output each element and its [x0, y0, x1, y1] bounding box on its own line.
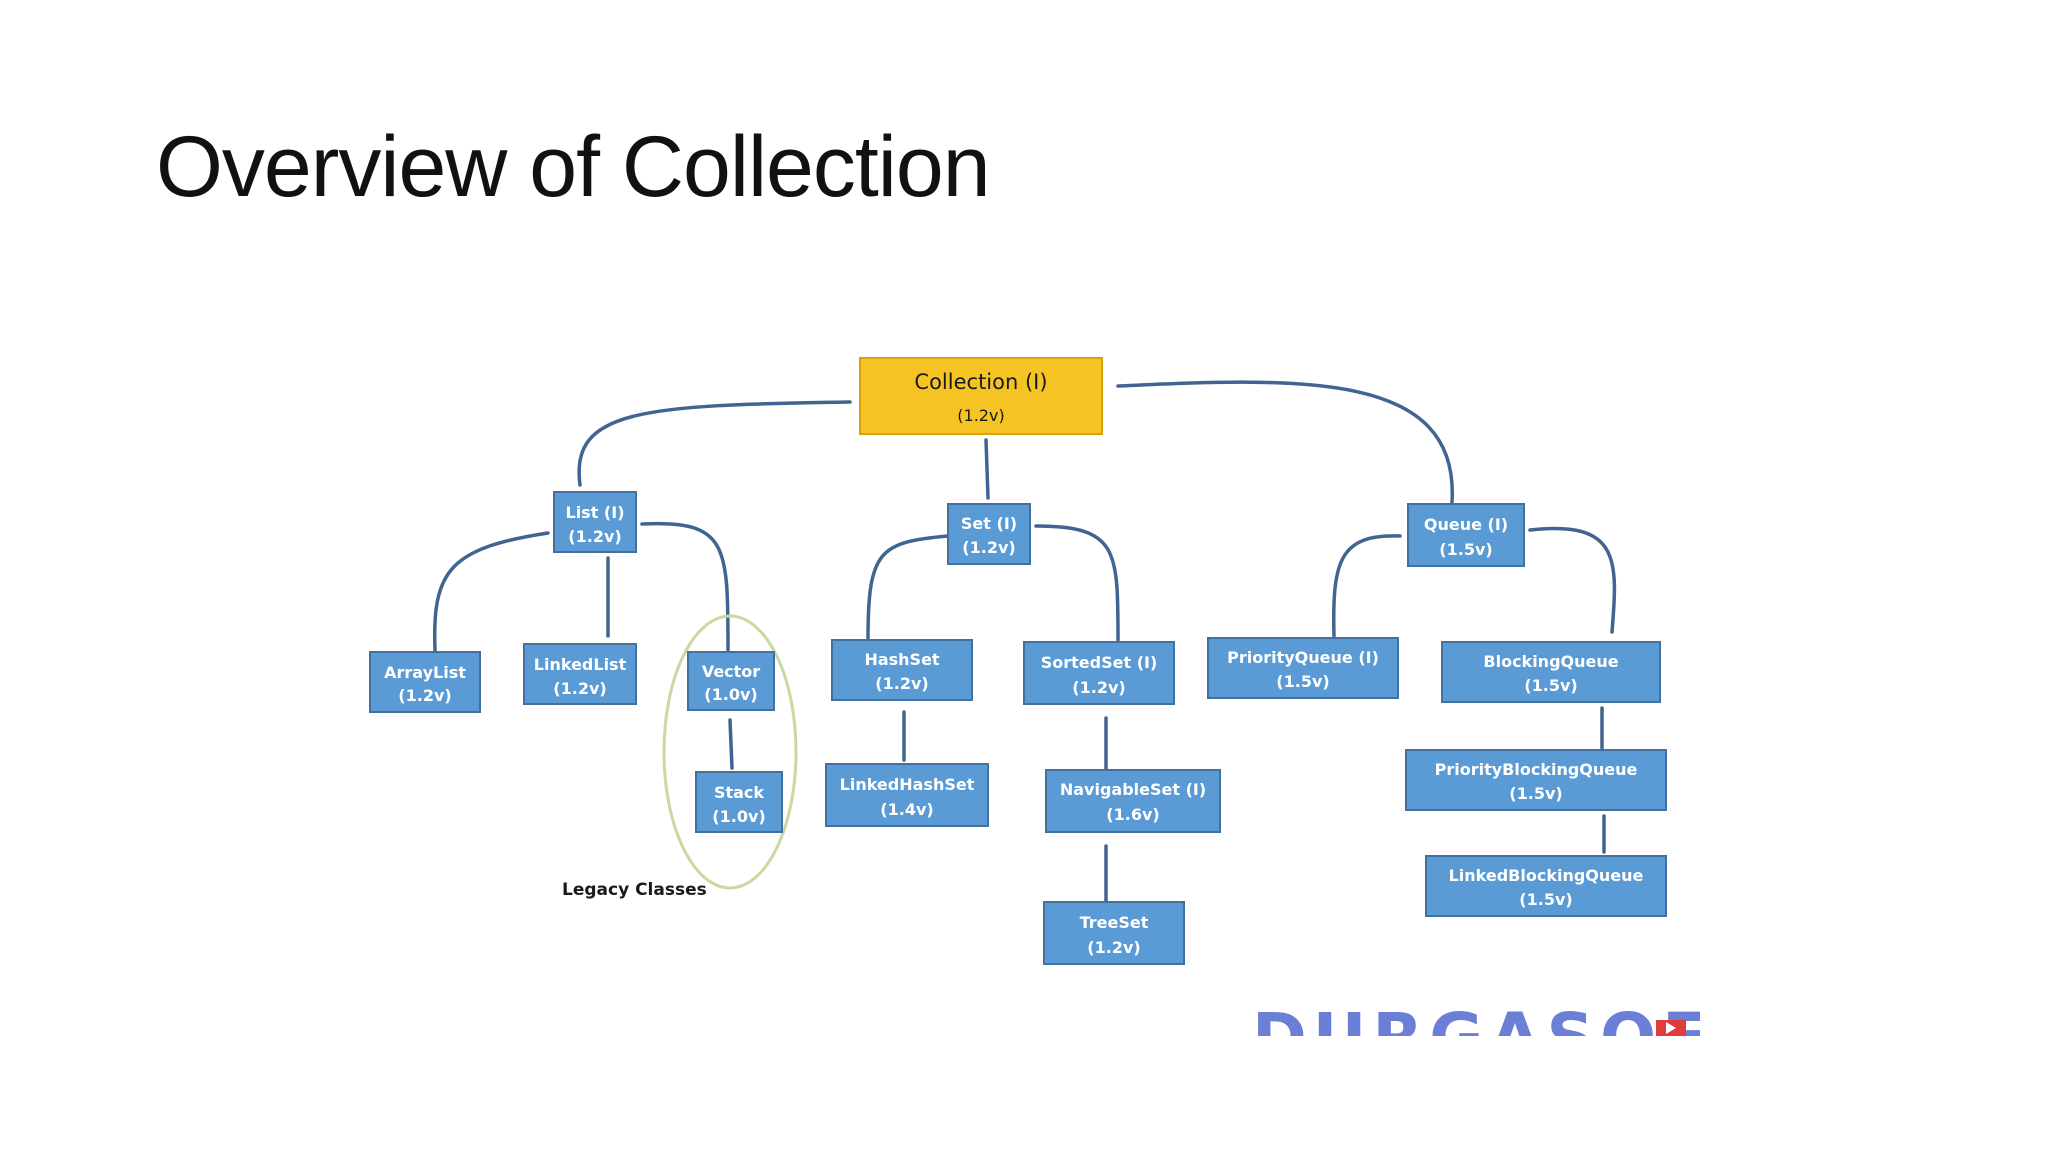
connector-vector-stack: [728, 718, 734, 770]
connector-collection-queue: [1116, 380, 1454, 504]
connector-set-hashset: [866, 534, 950, 640]
node-treeset: TreeSet (1.2v): [1043, 901, 1185, 965]
node-collection-name: Collection (I): [914, 370, 1047, 394]
node-vector-version: (1.0v): [704, 685, 757, 704]
node-arraylist-name: ArrayList: [384, 663, 466, 682]
node-priorityqueue-version: (1.5v): [1276, 672, 1329, 691]
node-stack-name: Stack: [714, 783, 764, 802]
watermark-text: DURGASOFT: [1252, 999, 1764, 1076]
node-treeset-name: TreeSet: [1080, 913, 1149, 932]
node-navigableset-name: NavigableSet (I): [1060, 780, 1206, 799]
node-hashset-version: (1.2v): [875, 674, 928, 693]
node-queue: Queue (I) (1.5v): [1407, 503, 1525, 567]
node-vector-name: Vector: [702, 662, 760, 681]
node-navigableset: NavigableSet (I) (1.6v): [1045, 769, 1221, 833]
node-sortedset-version: (1.2v): [1072, 678, 1125, 697]
node-priorityqueue-name: PriorityQueue (I): [1227, 648, 1379, 667]
connector-list-vector: [640, 521, 730, 652]
connector-collection-set: [984, 438, 990, 500]
node-queue-name: Queue (I): [1424, 515, 1508, 534]
node-priorityblockingqueue-name: PriorityBlockingQueue: [1435, 760, 1638, 779]
node-blockingqueue-version: (1.5v): [1524, 676, 1577, 695]
node-sortedset-name: SortedSet (I): [1041, 653, 1158, 672]
node-vector: Vector (1.0v): [687, 651, 775, 711]
node-queue-version: (1.5v): [1439, 540, 1492, 559]
node-collection: Collection (I) (1.2v): [859, 357, 1103, 435]
node-blockingqueue: BlockingQueue (1.5v): [1441, 641, 1661, 703]
node-set-name: Set (I): [961, 514, 1017, 533]
node-linkedblockingqueue-version: (1.5v): [1519, 890, 1572, 909]
node-linkedblockingqueue: LinkedBlockingQueue (1.5v): [1425, 855, 1667, 917]
watermark: DURGASOFT: [1252, 999, 1764, 1076]
node-stack-version: (1.0v): [712, 807, 765, 826]
connector-list-arraylist: [432, 531, 550, 652]
connector-queue-priorityqueue: [1331, 534, 1402, 638]
node-arraylist: ArrayList (1.2v): [369, 651, 481, 713]
node-set: Set (I) (1.2v): [947, 503, 1031, 565]
node-linkedhashset: LinkedHashSet (1.4v): [825, 763, 989, 827]
connector-set-sortedset: [1034, 524, 1120, 642]
connector-collection-list: [577, 400, 852, 487]
node-sortedset: SortedSet (I) (1.2v): [1023, 641, 1175, 705]
node-hashset-name: HashSet: [864, 650, 939, 669]
node-priorityblockingqueue-version: (1.5v): [1509, 784, 1562, 803]
node-collection-version: (1.2v): [957, 406, 1004, 425]
slide-title: Overview of Collection: [156, 119, 991, 215]
node-list-version: (1.2v): [568, 527, 621, 546]
node-stack: Stack (1.0v): [695, 771, 783, 833]
node-linkedblockingqueue-name: LinkedBlockingQueue: [1449, 866, 1644, 885]
node-set-version: (1.2v): [962, 538, 1015, 557]
node-linkedhashset-version: (1.4v): [880, 800, 933, 819]
node-list-name: List (I): [566, 503, 625, 522]
node-linkedlist: LinkedList (1.2v): [523, 643, 637, 705]
node-linkedlist-version: (1.2v): [553, 679, 606, 698]
node-linkedhashset-name: LinkedHashSet: [840, 775, 975, 794]
node-list: List (I) (1.2v): [553, 491, 637, 553]
node-linkedlist-name: LinkedList: [534, 655, 627, 674]
legacy-classes-ellipse: [662, 614, 798, 890]
node-blockingqueue-name: BlockingQueue: [1483, 652, 1618, 671]
play-icon-triangle: [1666, 1022, 1676, 1034]
node-treeset-version: (1.2v): [1087, 938, 1140, 957]
node-priorityblockingqueue: PriorityBlockingQueue (1.5v): [1405, 749, 1667, 811]
node-navigableset-version: (1.6v): [1106, 805, 1159, 824]
legacy-classes-label: Legacy Classes: [562, 880, 707, 900]
node-priorityqueue: PriorityQueue (I) (1.5v): [1207, 637, 1399, 699]
connector-queue-blockingqueue: [1528, 526, 1617, 634]
node-hashset: HashSet (1.2v): [831, 639, 973, 701]
node-arraylist-version: (1.2v): [398, 686, 451, 705]
